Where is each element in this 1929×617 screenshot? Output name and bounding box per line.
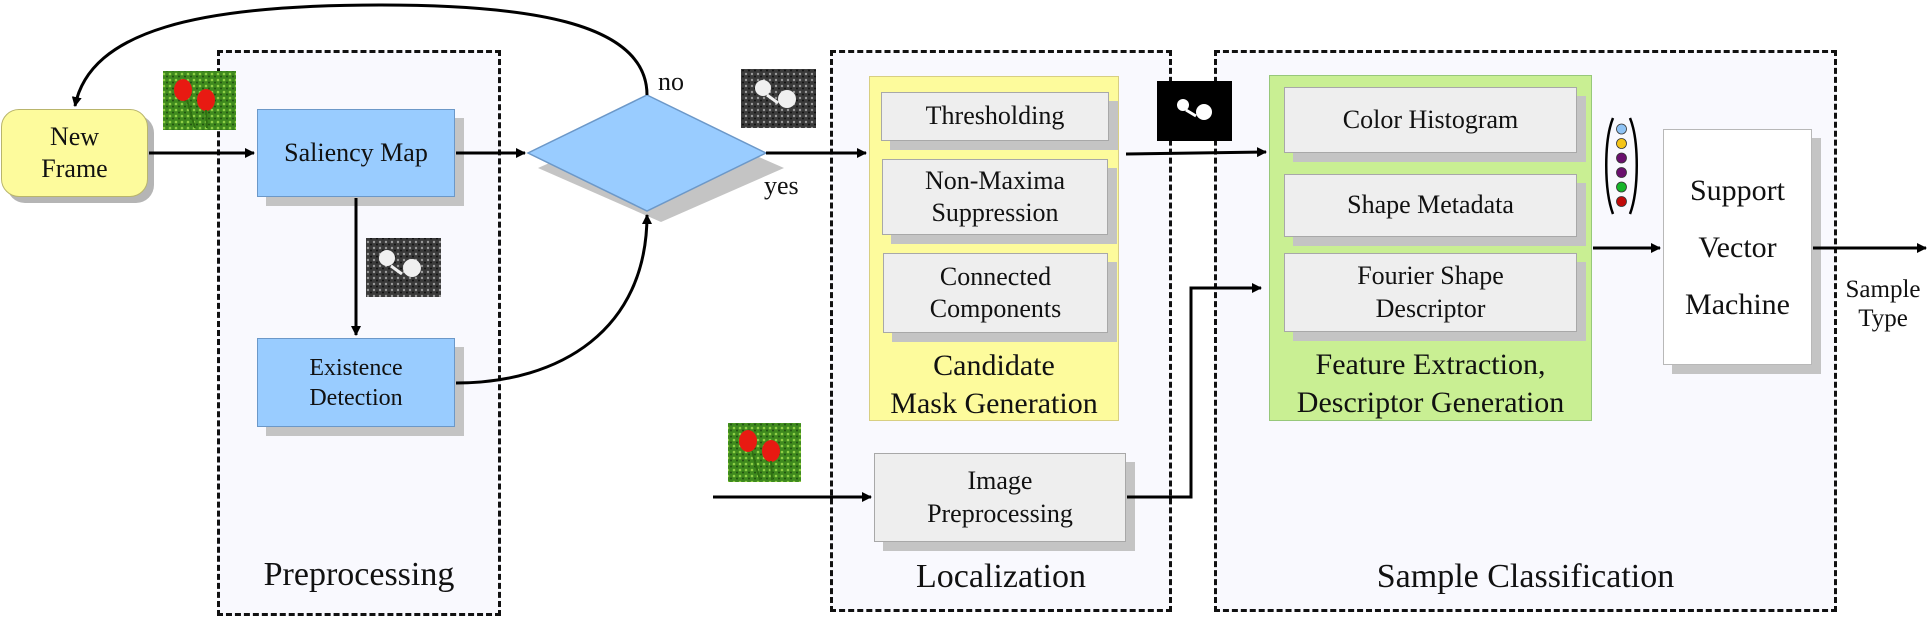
shape-metadata-label: Shape Metadata	[1347, 190, 1514, 220]
support-vector-machine-node[interactable]: Support Vector Machine	[1663, 129, 1812, 365]
non-maxima-suppression-step[interactable]: Non-Maxima Suppression	[882, 159, 1108, 235]
thresholding-step[interactable]: Thresholding	[881, 92, 1109, 141]
thumbnail-image-input	[728, 423, 801, 482]
group-label-preprocessing: Preprocessing	[263, 556, 455, 593]
yes-branch-label: yes	[764, 171, 799, 200]
sample-type-line2: Type	[1858, 304, 1908, 332]
existence-detection-line1: Existence	[309, 354, 403, 381]
group-label-sample-classification: Sample Classification	[1376, 558, 1675, 595]
saliency-map-label: Saliency Map	[284, 137, 428, 167]
image-preprocessing-line1: Image	[967, 466, 1033, 495]
feature-panel-label-line2: Descriptor Generation	[1296, 385, 1565, 419]
decision-diamond-shadow	[538, 114, 784, 222]
non-maxima-line2: Suppression	[931, 198, 1059, 227]
fourier-line1: Fourier Shape	[1357, 261, 1504, 290]
candidate-panel-label-line2: Mask Generation	[890, 386, 1098, 420]
existence-detection-node[interactable]: Existence Detection	[257, 338, 455, 427]
existence-detection-line2: Detection	[309, 384, 403, 411]
fourier-shape-descriptor-step[interactable]: Fourier Shape Descriptor	[1284, 253, 1577, 332]
shape-metadata-step[interactable]: Shape Metadata	[1284, 174, 1577, 237]
new-frame-label-line1: New	[49, 121, 100, 151]
feature-extraction-panel-label: Feature Extraction, Descriptor Generatio…	[1270, 346, 1591, 421]
no-branch-label: no	[658, 67, 684, 96]
image-preprocessing-node[interactable]: Image Preprocessing	[874, 453, 1126, 542]
sample-type-line1: Sample	[1845, 276, 1921, 303]
thumbnail-saliency-yes	[741, 69, 816, 128]
group-label-localization: Localization	[916, 558, 1086, 595]
feature-panel-label-line1: Feature Extraction,	[1315, 348, 1546, 381]
new-frame-node[interactable]: New Frame	[1, 109, 148, 197]
thresholding-label: Thresholding	[925, 101, 1065, 131]
new-frame-label-line2: Frame	[41, 154, 108, 183]
connected-components-line2: Components	[929, 294, 1062, 323]
connected-components-step[interactable]: Connected Components	[883, 253, 1108, 333]
svm-line1: Support	[1689, 173, 1785, 207]
candidate-panel-label-line1: Candidate	[933, 349, 1055, 382]
image-preprocessing-line2: Preprocessing	[927, 498, 1073, 528]
decision-label: Object(s)?	[593, 136, 702, 165]
candidate-mask-panel-label: Candidate Mask Generation	[870, 347, 1118, 422]
fourier-line2: Descriptor	[1375, 293, 1486, 323]
saliency-map-node[interactable]: Saliency Map	[257, 109, 455, 197]
color-histogram-step[interactable]: Color Histogram	[1284, 87, 1577, 153]
svm-line3: Machine	[1685, 287, 1790, 321]
color-histogram-label: Color Histogram	[1342, 104, 1519, 134]
non-maxima-line1: Non-Maxima	[924, 165, 1066, 195]
connected-components-line1: Connected	[939, 261, 1052, 291]
sample-type-output-label: Sample Type	[1838, 276, 1928, 334]
svm-line2: Vector	[1698, 230, 1777, 264]
